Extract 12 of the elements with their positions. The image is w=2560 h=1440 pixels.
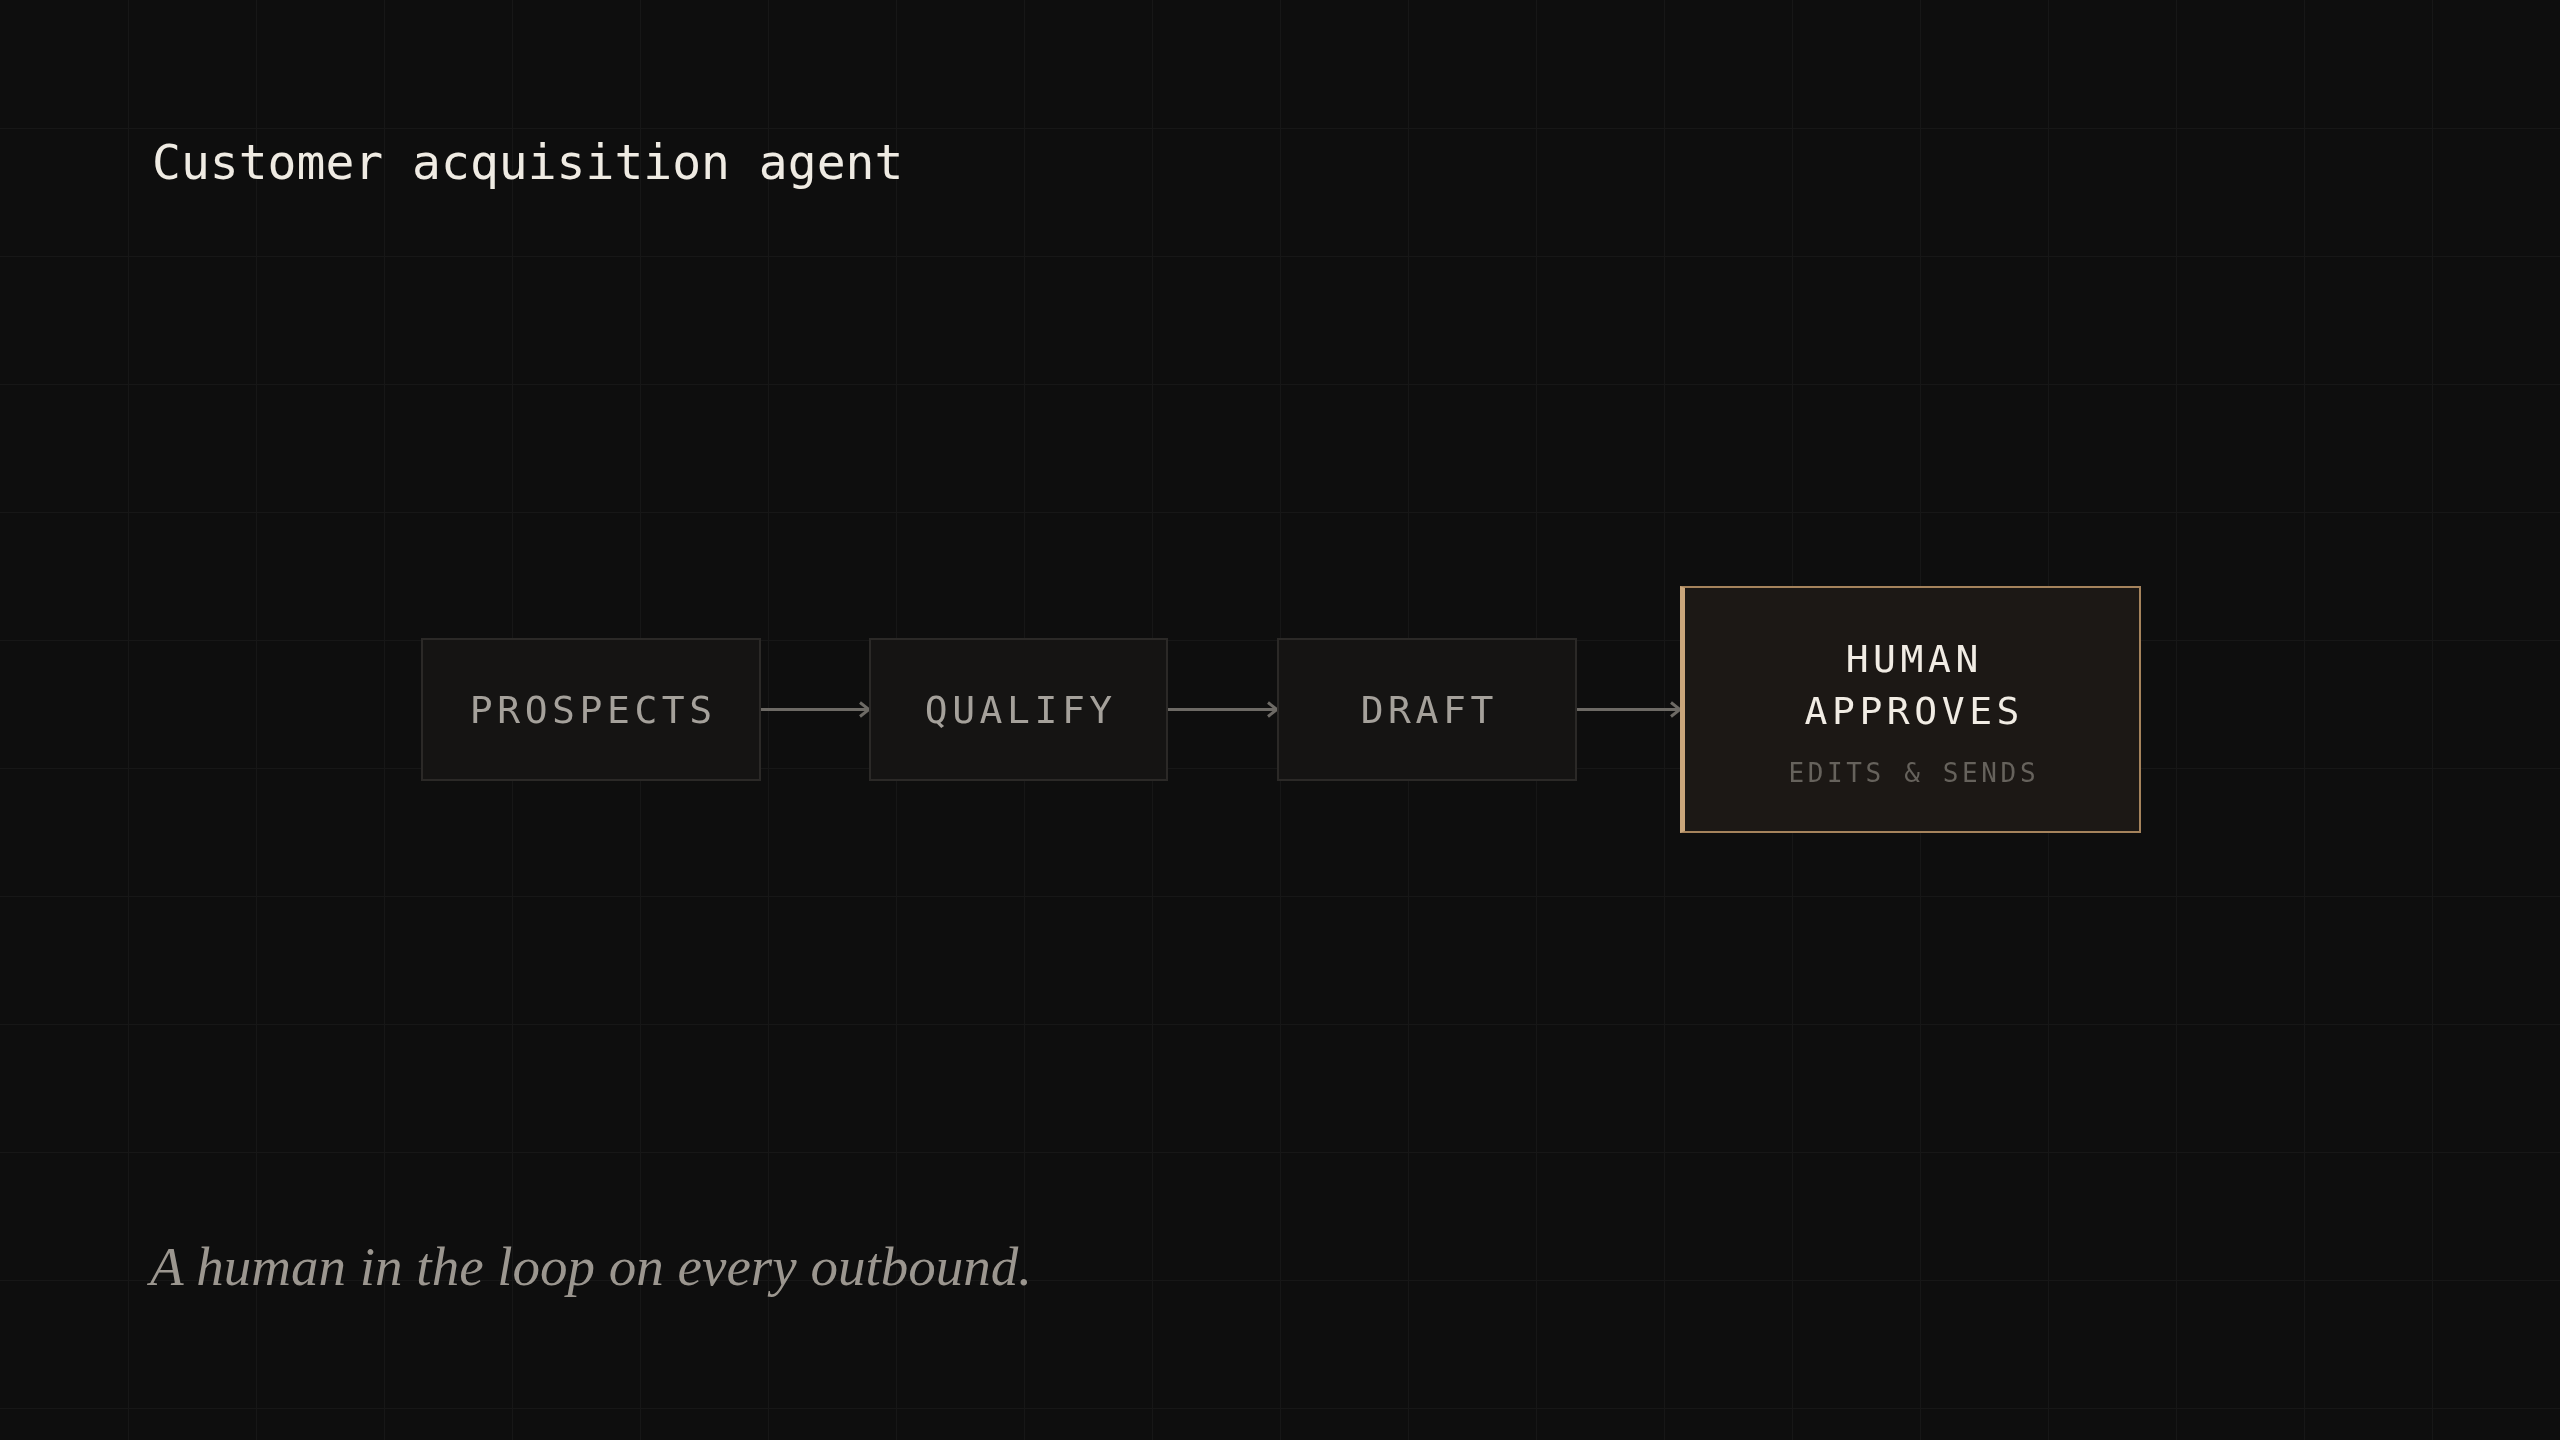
step-label: PROSPECTS: [468, 690, 717, 729]
arrow: [1168, 701, 1279, 718]
step-box: [869, 638, 1168, 781]
step-label: DRAFT: [1359, 690, 1498, 729]
arrow: [761, 701, 871, 718]
step-label: QUALIFY: [923, 690, 1117, 729]
arrow: [1577, 701, 1682, 718]
step-sublabel: EDITS & SENDS: [1787, 760, 2040, 786]
step-label: HUMAN APPROVES: [1803, 636, 2025, 735]
step-box: [1277, 638, 1577, 781]
highlighted-step-box: [1680, 586, 2141, 833]
step-box: [421, 638, 761, 781]
